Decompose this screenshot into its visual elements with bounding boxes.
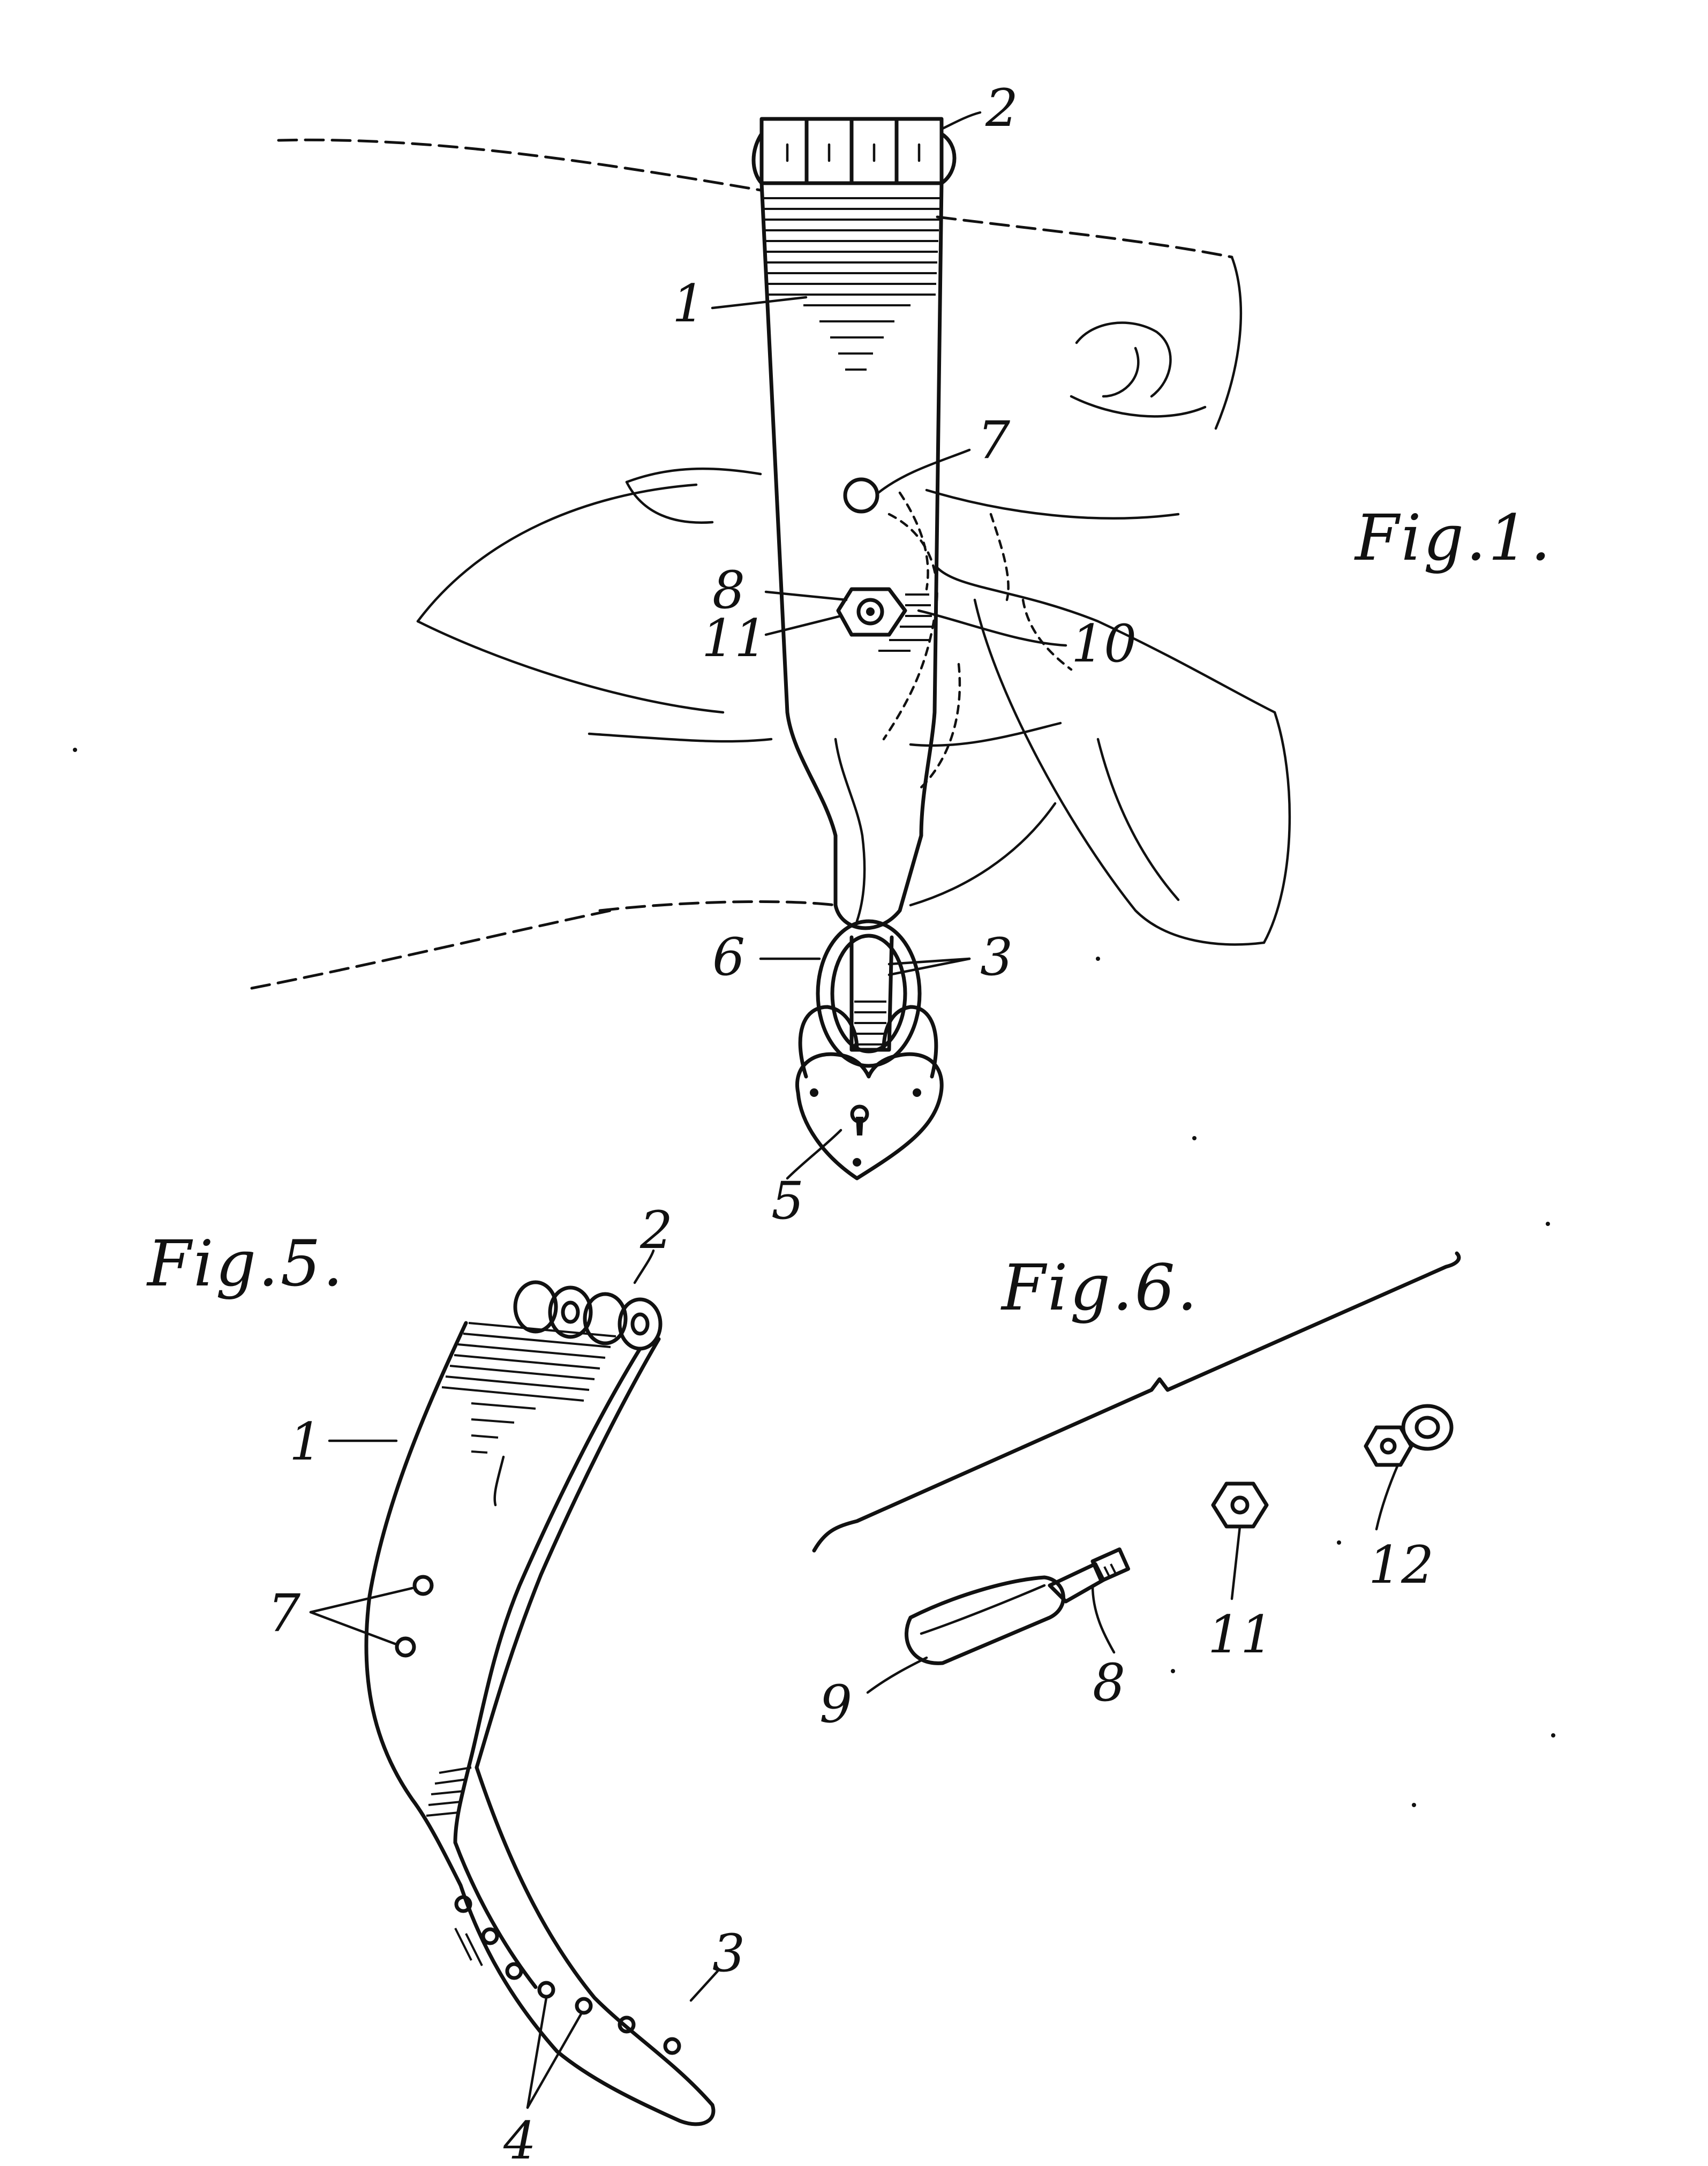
ref-4-fig5: 4 xyxy=(503,2111,536,2166)
rod-fig6 xyxy=(812,1251,1461,1553)
ref-6-fig1: 6 xyxy=(712,927,745,987)
ref-7-fig1: 7 xyxy=(977,410,1010,470)
ref-7-fig5: 7 xyxy=(268,1583,300,1643)
hinge-knuckles-fig5 xyxy=(513,1280,663,1351)
bend-hatch-fig5 xyxy=(426,1766,483,1966)
ref-3-fig5: 3 xyxy=(712,1923,745,1983)
top-ribbing-hatch xyxy=(764,197,940,371)
figure-6-caption: Fig.6. xyxy=(1000,1251,1199,1325)
figure-5-caption: Fig.5. xyxy=(146,1227,345,1300)
figure-6: 9 8 11 12 Fig.6. xyxy=(812,1251,1461,1734)
gag-plate-body xyxy=(759,181,944,930)
stud-7a-fig5 xyxy=(412,1575,434,1596)
horse-head-phantom-outline xyxy=(250,138,1291,990)
heart-padlock-5 xyxy=(795,1005,944,1180)
ref-9-fig6: 9 xyxy=(819,1674,852,1734)
curved-plate-fig5 xyxy=(364,1321,716,2126)
figure-5: 1 2 7 3 4 Fig.5. xyxy=(146,1200,745,2166)
nut-shadow-hatch xyxy=(878,593,932,652)
ref-8-fig1: 8 xyxy=(712,560,745,620)
ref-8-fig6: 8 xyxy=(1093,1653,1125,1713)
ref-10-fig1: 10 xyxy=(1071,614,1137,674)
reference-numerals-fig6: 9 8 11 12 xyxy=(819,1535,1434,1734)
leaders-fig5 xyxy=(309,1249,719,2109)
hex-nut-11-fig1 xyxy=(836,587,907,637)
eye-nut-12-fig6 xyxy=(1364,1404,1454,1467)
ref-1-fig5: 1 xyxy=(289,1412,322,1472)
leaders-fig1 xyxy=(711,111,1067,1180)
pad-9-with-bolt-8 xyxy=(905,1547,1131,1665)
ref-1-fig1: 1 xyxy=(672,274,705,334)
leaders-fig6 xyxy=(866,1463,1399,1694)
reference-numerals-fig1: 1 2 7 8 11 10 6 3 5 xyxy=(672,78,1137,1231)
ref-5-fig1: 5 xyxy=(771,1171,804,1231)
ref-11-fig1: 11 xyxy=(702,608,767,668)
ref-12-fig6: 12 xyxy=(1368,1535,1434,1595)
figure-1: 1 2 7 8 11 10 6 3 5 Fig.1. xyxy=(250,78,1553,1231)
hinge-knuckles xyxy=(751,117,957,185)
mouthpiece-10-hidden xyxy=(882,513,938,741)
stud-7-fig1 xyxy=(843,477,879,514)
ring-6 xyxy=(816,919,922,1068)
hex-nut-11-fig6 xyxy=(1211,1481,1269,1529)
ref-3-fig1: 3 xyxy=(980,927,1013,987)
print-specks xyxy=(73,748,1555,1807)
ref-11-fig6: 11 xyxy=(1208,1605,1273,1665)
reference-numerals-fig5: 1 2 7 3 4 xyxy=(268,1200,745,2166)
stud-7b-fig5 xyxy=(395,1636,416,1658)
ref-2-fig5: 2 xyxy=(639,1200,673,1260)
top-ribbing-hatch-fig5 xyxy=(441,1322,616,1454)
ref-2-fig1: 2 xyxy=(985,78,1018,138)
figure-1-caption: Fig.1. xyxy=(1354,501,1553,575)
